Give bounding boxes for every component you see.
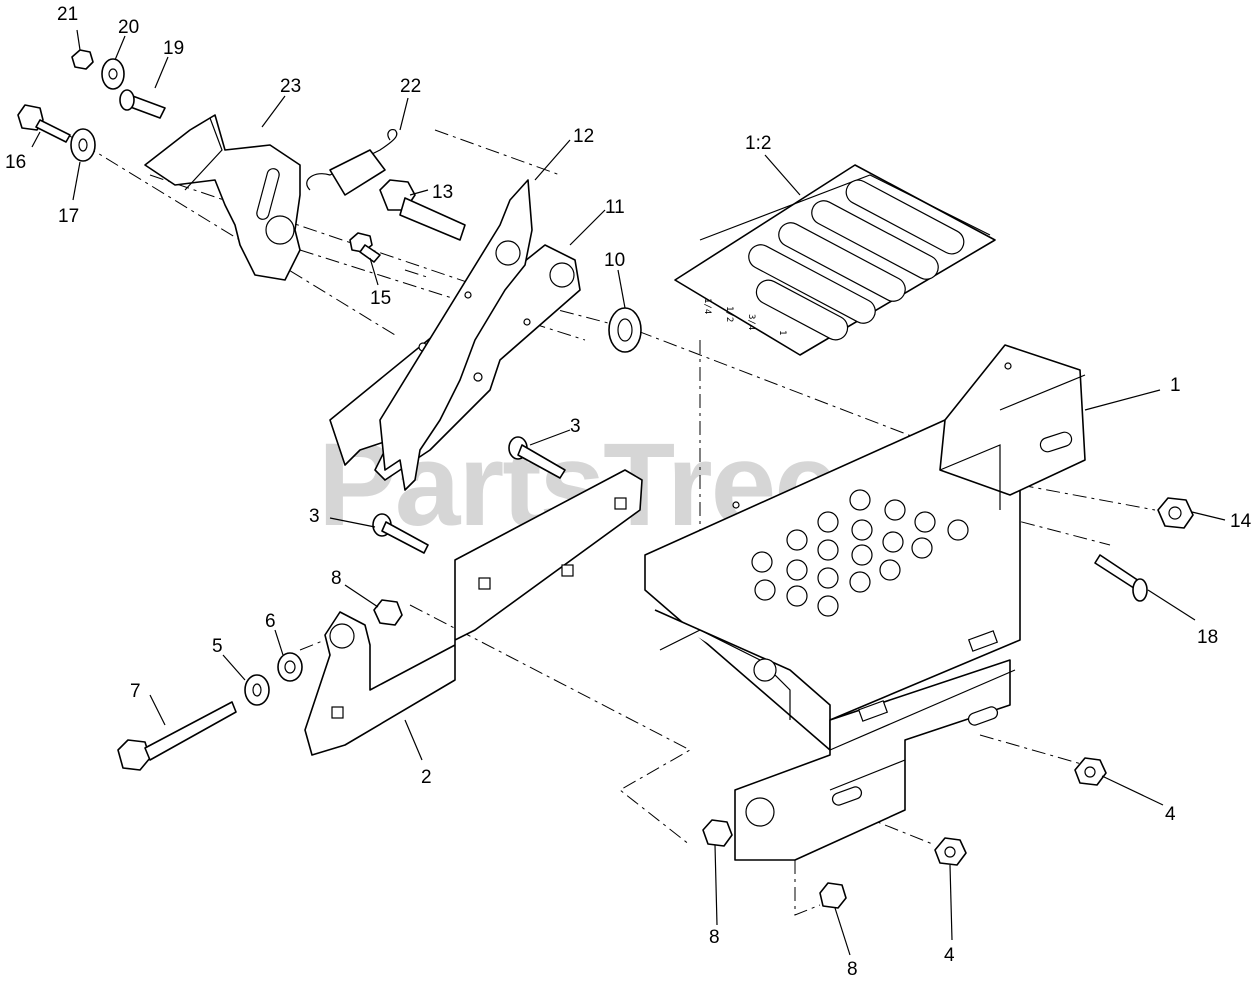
bracket-hole-grid [732,362,1012,617]
callout-17: 17 [58,206,79,227]
callout-19: 19 [163,38,184,59]
callout-13: 13 [432,182,453,203]
bracket-part-1 [644,344,1086,861]
decal-part-1-2: 1/4 1/2 3/4 1 [674,164,996,356]
leader-lines [31,29,1226,956]
callout-8-left: 8 [709,927,720,948]
callout-8-upper: 8 [331,568,342,589]
decal-mark-3: 3/4 [746,314,756,330]
callout-15: 15 [370,288,391,309]
callout-1: 1 [1170,375,1181,396]
callout-4-right: 4 [1165,804,1176,825]
decal-slots [748,179,965,341]
callout-6: 6 [265,611,276,632]
callout-20: 20 [118,17,139,38]
callout-22: 22 [400,76,421,97]
callout-3-lower: 3 [309,506,320,527]
callout-5: 5 [212,636,223,657]
callout-21: 21 [57,4,78,25]
callout-7: 7 [130,681,141,702]
decal-mark-1: 1/4 [702,298,712,314]
decal-mark-4: 1 [777,330,787,335]
callout-18: 18 [1197,627,1218,648]
callout-8-bottom: 8 [847,959,858,980]
callout-10: 10 [604,250,625,271]
callout-16: 16 [5,152,26,173]
lever-arm-part-12 [379,179,533,491]
callout-3-upper: 3 [570,416,581,437]
hardware [17,49,1194,909]
decal-mark-2: 1/2 [724,306,734,322]
side-plate-part-2 [304,469,643,756]
callout-labels: 21 20 19 23 22 16 17 13 12 11 15 10 1:2 … [5,4,1252,980]
callout-14: 14 [1230,511,1252,532]
callout-11: 11 [605,197,625,218]
callout-12: 12 [573,126,594,147]
latch-part-23 [144,114,301,281]
callout-23: 23 [280,76,301,97]
callout-4-bottom: 4 [944,945,955,966]
callout-2: 2 [421,767,432,788]
callout-1-2: 1:2 [745,133,771,154]
